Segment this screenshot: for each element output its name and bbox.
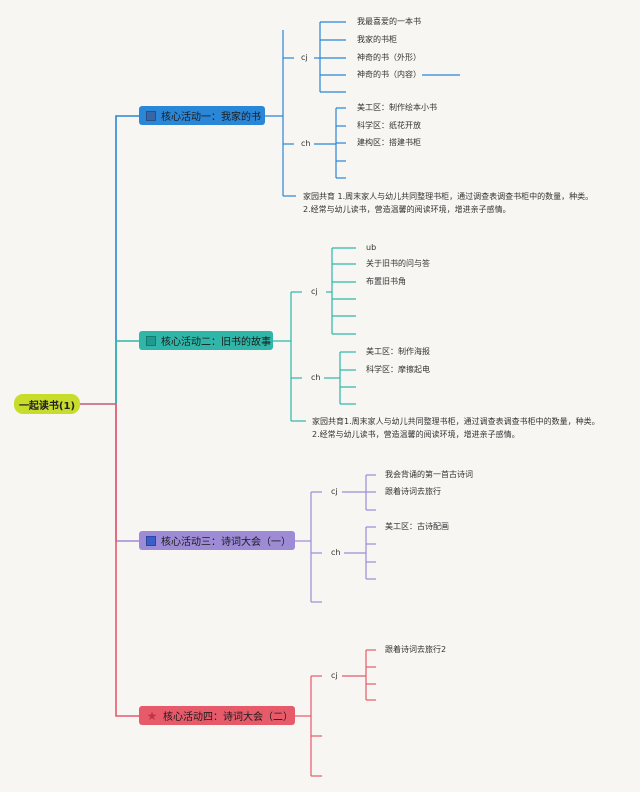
connector-trunk-purple — [115, 404, 139, 542]
branch-4-label: 核心活动四：诗词大会（二） — [163, 712, 293, 723]
branch-3-label: 核心活动三：诗词大会（一） — [161, 537, 291, 548]
root-label: 一起读书(1) — [18, 400, 76, 412]
branch-node-2[interactable]: 核心活动二：旧书的故事 — [139, 331, 273, 350]
branch-3-ch-label[interactable]: ch — [331, 548, 341, 557]
root-node[interactable]: 一起读书(1) — [14, 394, 80, 414]
branch-1-ch-item[interactable]: 美工区：制作绘本小书 — [357, 103, 437, 112]
branch-1-ch-item[interactable]: 科学区：纸花开放 — [357, 121, 421, 130]
branch-2-cj-label[interactable]: cj — [311, 287, 318, 296]
branch-1-home-note[interactable]: 家园共育 1.周末家人与幼儿共同整理书柜，通过调查表调查书柜中的数量，种类。 2… — [303, 192, 594, 214]
branch-2-cj-item[interactable]: 布置旧书角 — [366, 277, 406, 286]
branch-1-cj-label[interactable]: cj — [301, 53, 308, 62]
branch-3-ch-item[interactable]: 美工区：古诗配画 — [385, 522, 449, 531]
branch-1-cj-item[interactable]: 神奇的书（外形） — [357, 53, 421, 62]
branch-1-label: 核心活动一：我家的书 — [161, 112, 261, 123]
branch-node-1[interactable]: 核心活动一：我家的书 — [139, 106, 265, 125]
star-icon: ★ — [146, 708, 158, 723]
branch-1-ch-label[interactable]: ch — [301, 139, 311, 148]
branch-2-connectors — [273, 247, 356, 422]
branch-3-cj-item[interactable]: 我会背诵的第一首古诗词 — [385, 470, 473, 479]
branch-2-ch-item[interactable]: 科学区：摩擦起电 — [366, 365, 430, 374]
branch-node-3[interactable]: 核心活动三：诗词大会（一） — [139, 531, 295, 550]
image-icon — [146, 335, 156, 346]
branch-node-4[interactable]: ★ 核心活动四：诗词大会（二） — [139, 706, 295, 725]
branch-2-home-note[interactable]: 家园共育1.周末家人与幼儿共同整理书柜，通过调查表调查书柜中的数量，种类。 2.… — [312, 417, 600, 439]
branch-4-cj-label[interactable]: cj — [331, 671, 338, 680]
branch-1-cj-item[interactable]: 我家的书柜 — [357, 35, 397, 44]
branch-3-cj-label[interactable]: cj — [331, 487, 338, 496]
branch-3-cj-item[interactable]: 跟着诗词去旅行 — [385, 487, 441, 496]
branch-1-ch-item[interactable]: 建构区：搭建书柜 — [357, 138, 421, 147]
branch-2-label: 核心活动二：旧书的故事 — [161, 337, 271, 348]
connector-trunk-blue — [115, 115, 139, 404]
branch-3-connectors — [295, 474, 376, 603]
connector-trunk-teal — [115, 340, 139, 404]
branch-4-cj-item[interactable]: 跟着诗词去旅行2 — [385, 645, 447, 654]
branch-2-cj-item[interactable]: 关于旧书的问与答 — [366, 259, 430, 268]
branch-2-ch-item[interactable]: 美工区：制作海报 — [366, 347, 430, 356]
branch-1-connectors — [265, 21, 460, 197]
image-icon — [146, 535, 156, 546]
branch-2-cj-item[interactable]: ub — [366, 243, 377, 252]
connector-trunk-red — [115, 404, 139, 717]
branch-1-cj-item[interactable]: 神奇的书（内容） — [357, 70, 421, 79]
branch-4-connectors — [295, 649, 376, 777]
branch-2-ch-label[interactable]: ch — [311, 373, 321, 382]
branch-1-cj-item[interactable]: 我最喜爱的一本书 — [357, 17, 421, 26]
image-icon — [146, 110, 156, 121]
